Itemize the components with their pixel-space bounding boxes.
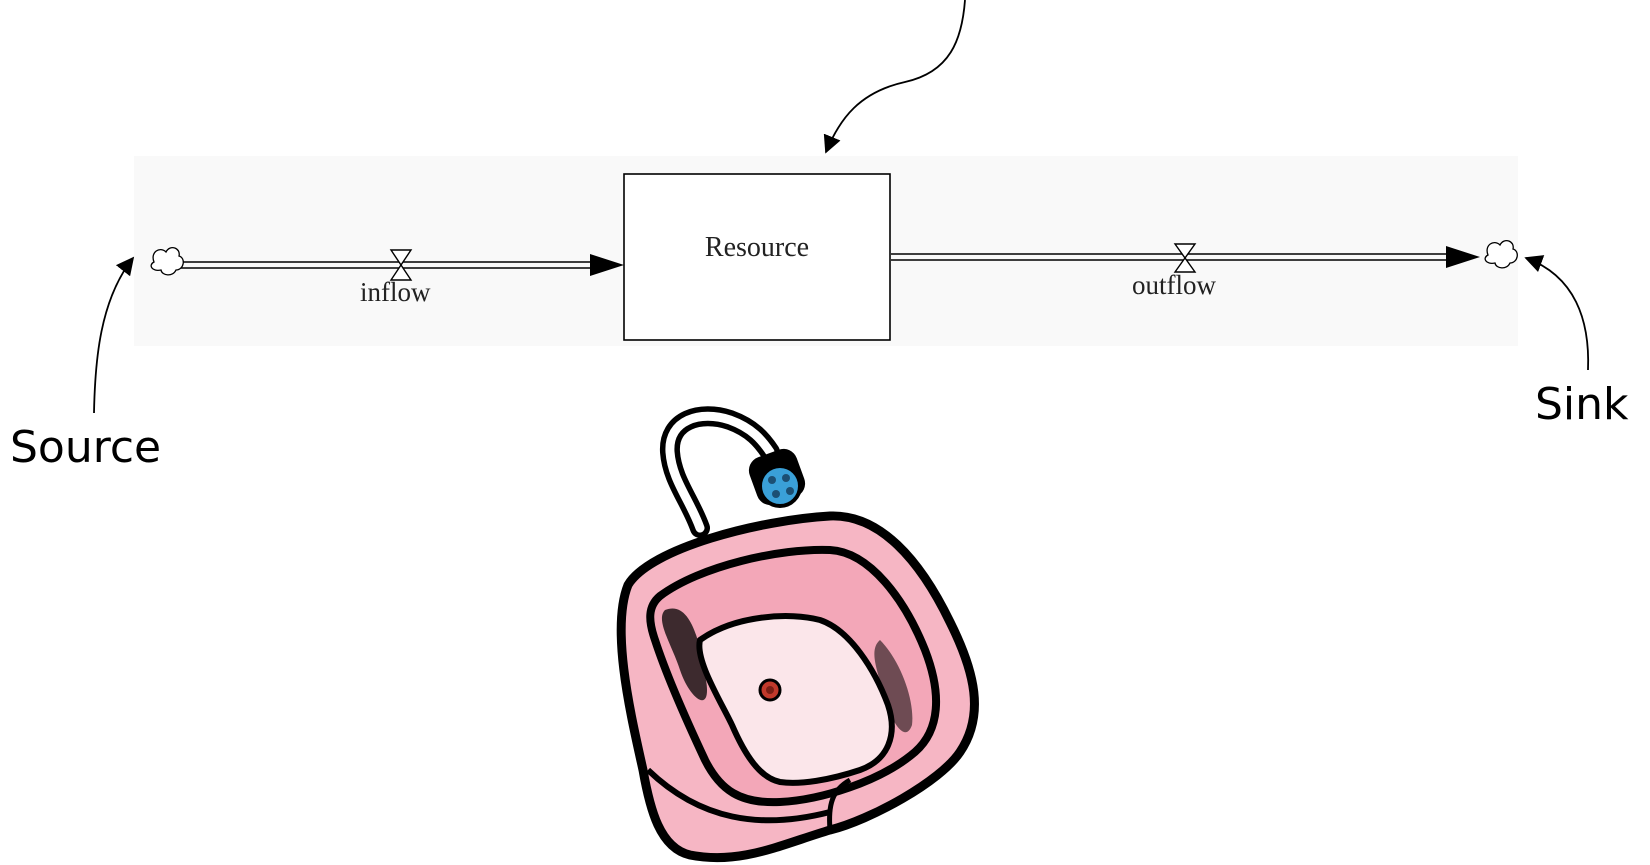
- drain-icon: [758, 678, 782, 702]
- stock-box: [623, 173, 891, 341]
- sink-cloud-icon: [1484, 239, 1518, 269]
- outflow-valve-icon: [1173, 243, 1197, 273]
- outflow-pipe: [891, 246, 1480, 268]
- stock-callout-arrow: [823, 0, 966, 154]
- showerhead-icon: [748, 448, 806, 508]
- bathtub-icon: [616, 406, 979, 863]
- source-callout-arrow: [93, 256, 135, 414]
- inflow-label: inflow: [360, 277, 431, 307]
- stock-label: Resource: [704, 232, 810, 263]
- inflow-pipe: [178, 254, 624, 276]
- source-label: Source: [10, 422, 162, 473]
- sink-label: Sink: [1535, 379, 1629, 430]
- source-cloud-icon: [150, 246, 184, 276]
- outflow-label: outflow: [1132, 270, 1216, 300]
- inflow-valve-icon: [389, 249, 413, 281]
- sink-callout-arrow: [1524, 255, 1590, 371]
